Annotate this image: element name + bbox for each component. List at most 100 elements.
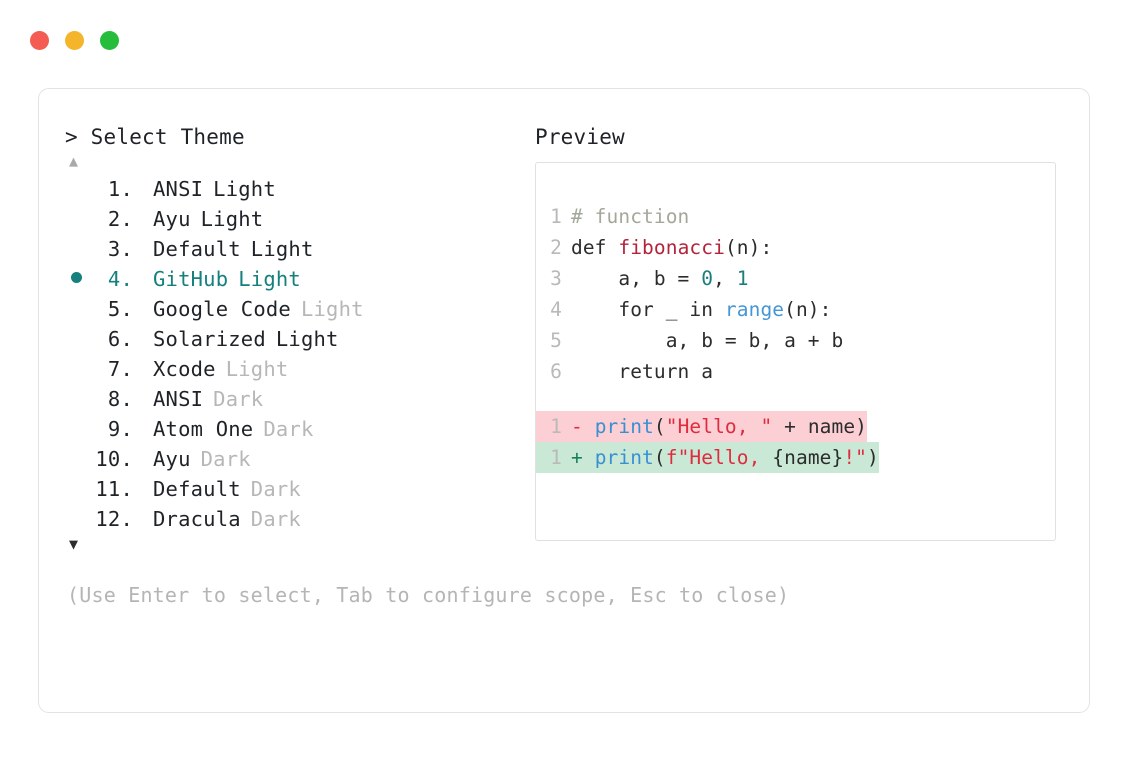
- theme-item-name: Default: [153, 237, 241, 261]
- theme-item-name: Dracula: [153, 507, 241, 531]
- theme-item-name: ANSI: [153, 177, 204, 201]
- theme-item-gap: [133, 324, 153, 354]
- theme-list-item[interactable]: 7. Xcode Light: [65, 354, 535, 384]
- line-number: 2: [550, 236, 562, 259]
- minimize-button[interactable]: [65, 31, 84, 50]
- code-spacer: [536, 387, 1055, 411]
- line-number: 5: [550, 329, 562, 352]
- code-token: 1: [736, 267, 749, 290]
- theme-item-gap: [133, 204, 153, 234]
- code-token: print: [594, 446, 654, 469]
- theme-item-index: 12.: [95, 507, 133, 531]
- close-button[interactable]: [30, 31, 49, 50]
- diff-sign: +: [571, 446, 595, 469]
- window-traffic-lights: [30, 31, 119, 50]
- line-number: 1: [550, 446, 562, 469]
- theme-item-gap: [133, 414, 153, 444]
- maximize-button[interactable]: [100, 31, 119, 50]
- page-title: > Select Theme: [65, 125, 245, 149]
- theme-item-variant: Dark: [250, 477, 301, 501]
- code-token: (: [653, 446, 666, 469]
- theme-list-item[interactable]: 4. GitHub Light: [65, 264, 535, 294]
- theme-item-variant: Light: [250, 237, 314, 261]
- scroll-up-icon[interactable]: ▲: [69, 152, 79, 170]
- code-token: return a: [571, 360, 714, 383]
- code-token: !": [843, 446, 868, 469]
- theme-item-name: Solarized: [153, 327, 266, 351]
- theme-item-index: 10.: [95, 447, 133, 471]
- theme-item-index: 1.: [107, 177, 133, 201]
- theme-item-index: 6.: [107, 327, 133, 351]
- theme-item-gap: [133, 504, 153, 534]
- theme-item-variant: Dark: [263, 417, 314, 441]
- code-token: + name): [772, 415, 868, 438]
- theme-item-gap: [133, 264, 153, 294]
- theme-item-index: 3.: [107, 237, 133, 261]
- code-token: {name}: [772, 446, 844, 469]
- code-token: ,: [713, 267, 737, 290]
- keyboard-hint: (Use Enter to select, Tab to configure s…: [67, 583, 790, 607]
- theme-list-item[interactable]: 3. Default Light: [65, 234, 535, 264]
- theme-item-name: ANSI: [153, 387, 204, 411]
- theme-item-gap: [133, 444, 153, 474]
- diff-sign: -: [571, 415, 595, 438]
- theme-item-index: 8.: [107, 387, 133, 411]
- code-token: a, b =: [571, 267, 702, 290]
- code-line: 5 a, b = b, a + b: [536, 325, 1055, 356]
- code-line: 1# function: [536, 201, 1055, 232]
- theme-item-index: 4.: [107, 267, 133, 291]
- selected-dot: [71, 272, 82, 283]
- scroll-down-icon[interactable]: ▼: [69, 535, 79, 553]
- selection-bullet-icon: [65, 264, 95, 294]
- theme-item-variant: Light: [275, 327, 339, 351]
- theme-item-variant: Light: [300, 297, 364, 321]
- theme-item-name: Xcode: [153, 357, 216, 381]
- theme-item-name: GitHub: [153, 267, 229, 291]
- theme-item-variant: Light: [225, 357, 289, 381]
- diff-block: 1- print("Hello, " + name)1+ print(f"Hel…: [536, 411, 1055, 473]
- code-token: fibonacci: [618, 236, 725, 259]
- theme-item-index: 2.: [107, 207, 133, 231]
- code-token: 0: [701, 267, 714, 290]
- theme-item-index: 7.: [107, 357, 133, 381]
- line-number: 4: [550, 298, 562, 321]
- line-number: 6: [550, 360, 562, 383]
- code-token: ): [867, 446, 879, 469]
- theme-item-name: Ayu: [153, 447, 191, 471]
- code-token: range: [724, 298, 785, 321]
- theme-item-gap: [133, 234, 153, 264]
- code-line: 6 return a: [536, 356, 1055, 387]
- theme-item-index: 11.: [95, 477, 133, 501]
- theme-item-gap: [133, 294, 153, 324]
- code-token: print: [594, 415, 654, 438]
- code-token: f"Hello,: [665, 446, 773, 469]
- diff-added-line: 1 + print(f"Hello, {name}!"): [536, 442, 879, 473]
- theme-list-item[interactable]: 6. Solarized Light: [65, 324, 535, 354]
- code-token: # function: [571, 205, 690, 228]
- diff-removed-line: 1- print("Hello, " + name): [536, 411, 868, 442]
- code-token: a, b = b, a + b: [571, 329, 844, 352]
- code-line: 3 a, b = 0, 1: [536, 263, 1055, 294]
- code-token: "Hello, ": [665, 415, 773, 438]
- theme-item-gap: [133, 384, 153, 414]
- line-number: 3: [550, 267, 562, 290]
- theme-item-gap: [133, 174, 153, 204]
- preview-title: Preview: [535, 125, 625, 149]
- theme-item-variant: Light: [238, 267, 301, 291]
- code-token: (: [653, 415, 666, 438]
- line-number: 1: [550, 415, 562, 438]
